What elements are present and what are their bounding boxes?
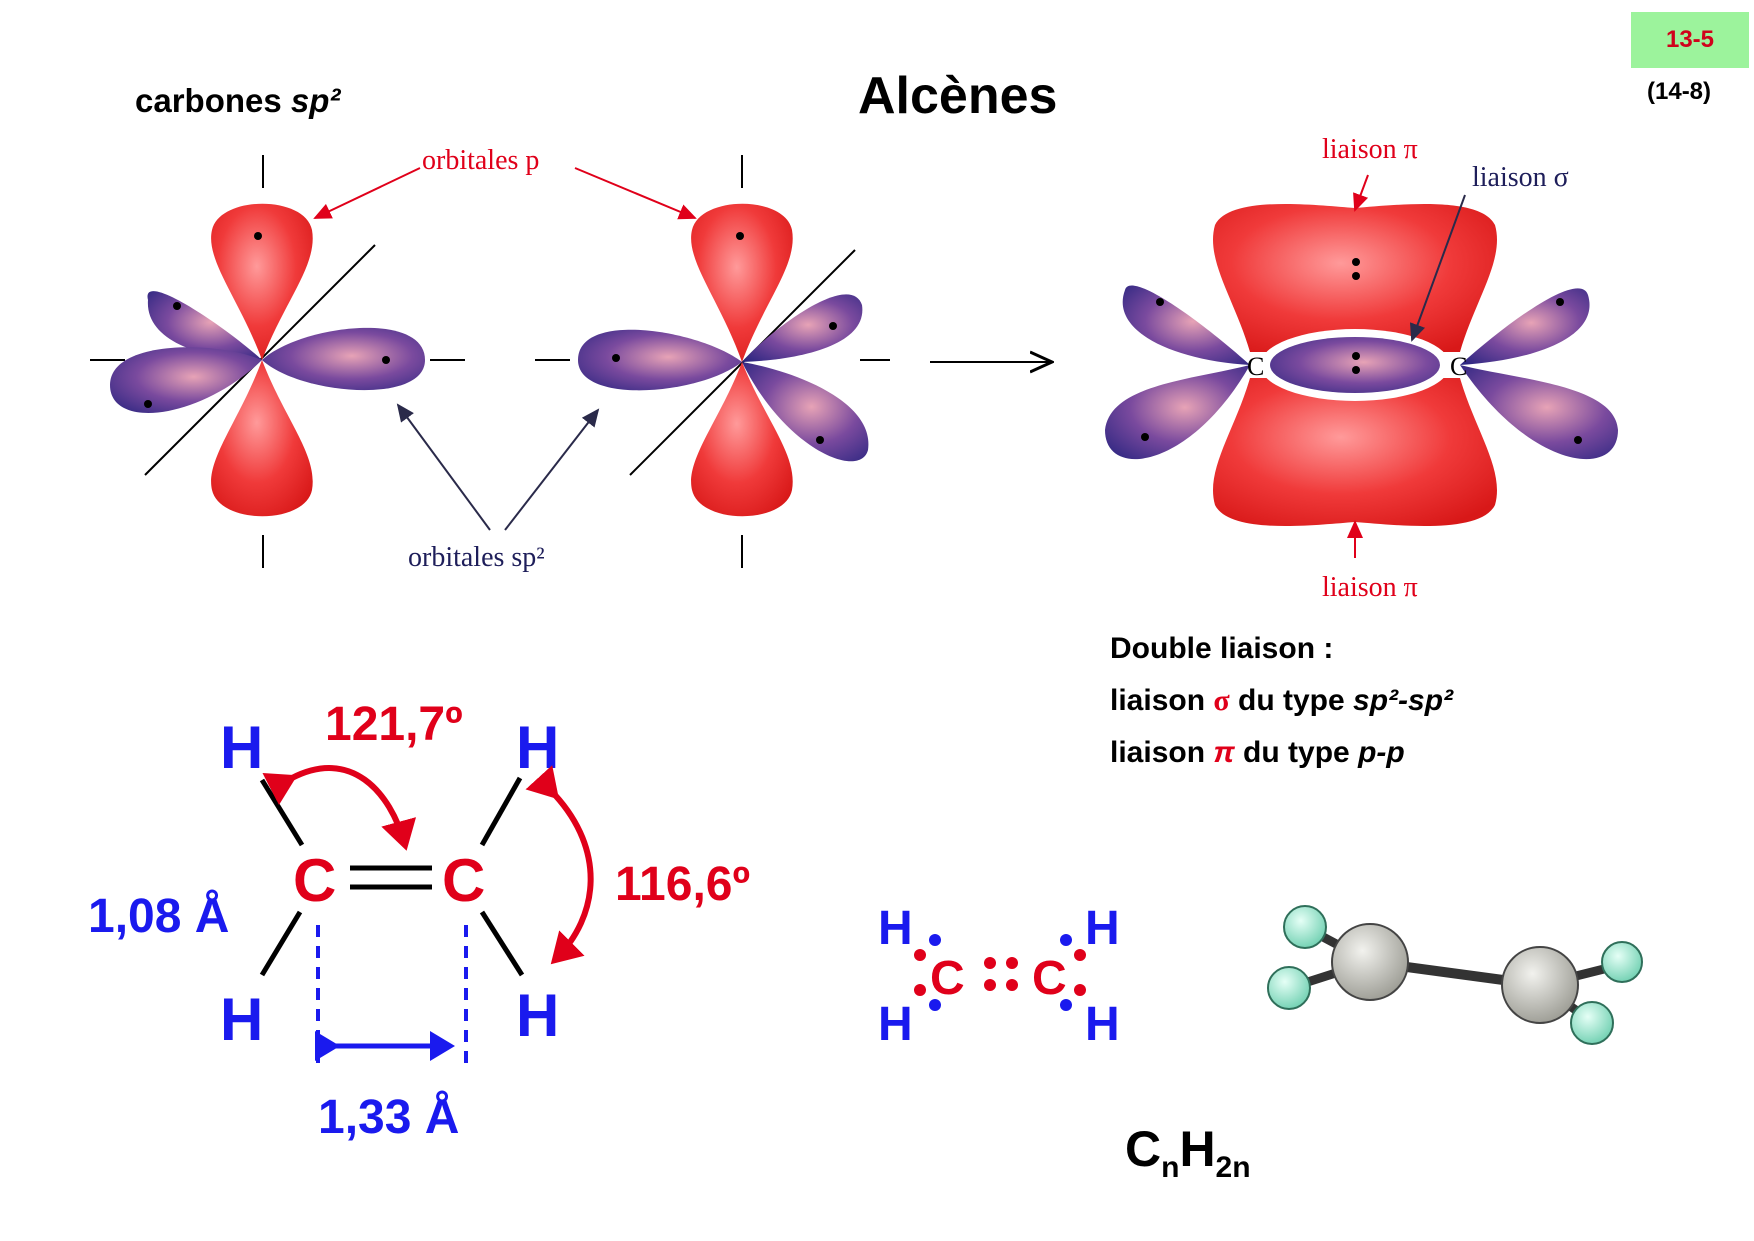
carbon-left: C: [293, 847, 336, 914]
ch-bond-length: 1,08 Å: [88, 889, 229, 943]
ethylene-orbital-overlap: C C: [1105, 203, 1618, 527]
cc-bond-length: 1,33 Å: [318, 1090, 459, 1144]
general-formula: CnH2n: [1125, 1121, 1251, 1184]
sp2-lobe: [110, 347, 262, 413]
ball-and-stick-model: [1267, 905, 1643, 1045]
hydrogen-top-right: H: [516, 714, 559, 781]
pi-bond-description: liaison π du type p-p: [1110, 736, 1405, 769]
sp2-lobe: [262, 327, 425, 391]
page-title: Alcènes: [858, 67, 1058, 125]
sigma-symbol: σ: [1213, 684, 1230, 717]
lewis-h-top-left: H: [878, 902, 913, 955]
p-lobe: [211, 360, 313, 517]
lewis-c-right: C: [1032, 952, 1067, 1005]
double-bond-heading: Double liaison :: [1110, 632, 1334, 665]
sp2-orbitals-label: orbitales sp²: [408, 542, 545, 573]
p-lobe: [691, 362, 793, 517]
hydrogen-bottom-left: H: [220, 986, 263, 1053]
carbon-left-label: C: [1247, 352, 1264, 381]
sigma-bond-description: liaison σ du type sp²-sp²: [1110, 684, 1454, 717]
lewis-structure: H H H H C C: [878, 902, 1120, 1051]
sp2-lobe: [742, 294, 863, 362]
p-orbitals-label: orbitales p: [422, 145, 539, 176]
ethylene-structure: H H H H C C 121,7º 116,6º 1,08 Å 1,33 Å: [88, 698, 750, 1144]
subtitle: carbones sp²: [135, 82, 340, 120]
carbon-right-label: C: [1450, 352, 1467, 381]
carbon-right: C: [442, 847, 485, 914]
page-reference: (14-8): [1647, 78, 1712, 105]
subtitle-hybridization: sp²: [290, 82, 341, 119]
pi-bond-top-label: liaison π: [1322, 134, 1418, 165]
slide-number-badge: 13-5: [1631, 12, 1749, 68]
sp2-lobe: [742, 362, 869, 462]
pi-symbol: π: [1213, 736, 1235, 769]
left-carbon-orbitals: [90, 155, 465, 568]
lewis-c-left: C: [930, 952, 965, 1005]
subtitle-prefix: carbones: [135, 82, 291, 119]
sp2-lobe: [578, 329, 742, 391]
hydrogen-bottom-right: H: [516, 982, 559, 1049]
hydrogen-top-left: H: [220, 714, 263, 781]
hcc-angle-label: 121,7º: [325, 698, 463, 751]
lewis-h-bottom-right: H: [1085, 998, 1120, 1051]
pi-bond-bottom-label: liaison π: [1322, 572, 1418, 603]
sigma-bond-label: liaison σ: [1472, 162, 1569, 193]
p-lobe: [691, 203, 793, 362]
lewis-h-top-right: H: [1085, 902, 1120, 955]
hch-angle-label: 116,6º: [615, 858, 750, 911]
lewis-h-bottom-left: H: [878, 998, 913, 1051]
p-lobe: [211, 203, 313, 360]
right-carbon-orbitals: [535, 155, 890, 568]
